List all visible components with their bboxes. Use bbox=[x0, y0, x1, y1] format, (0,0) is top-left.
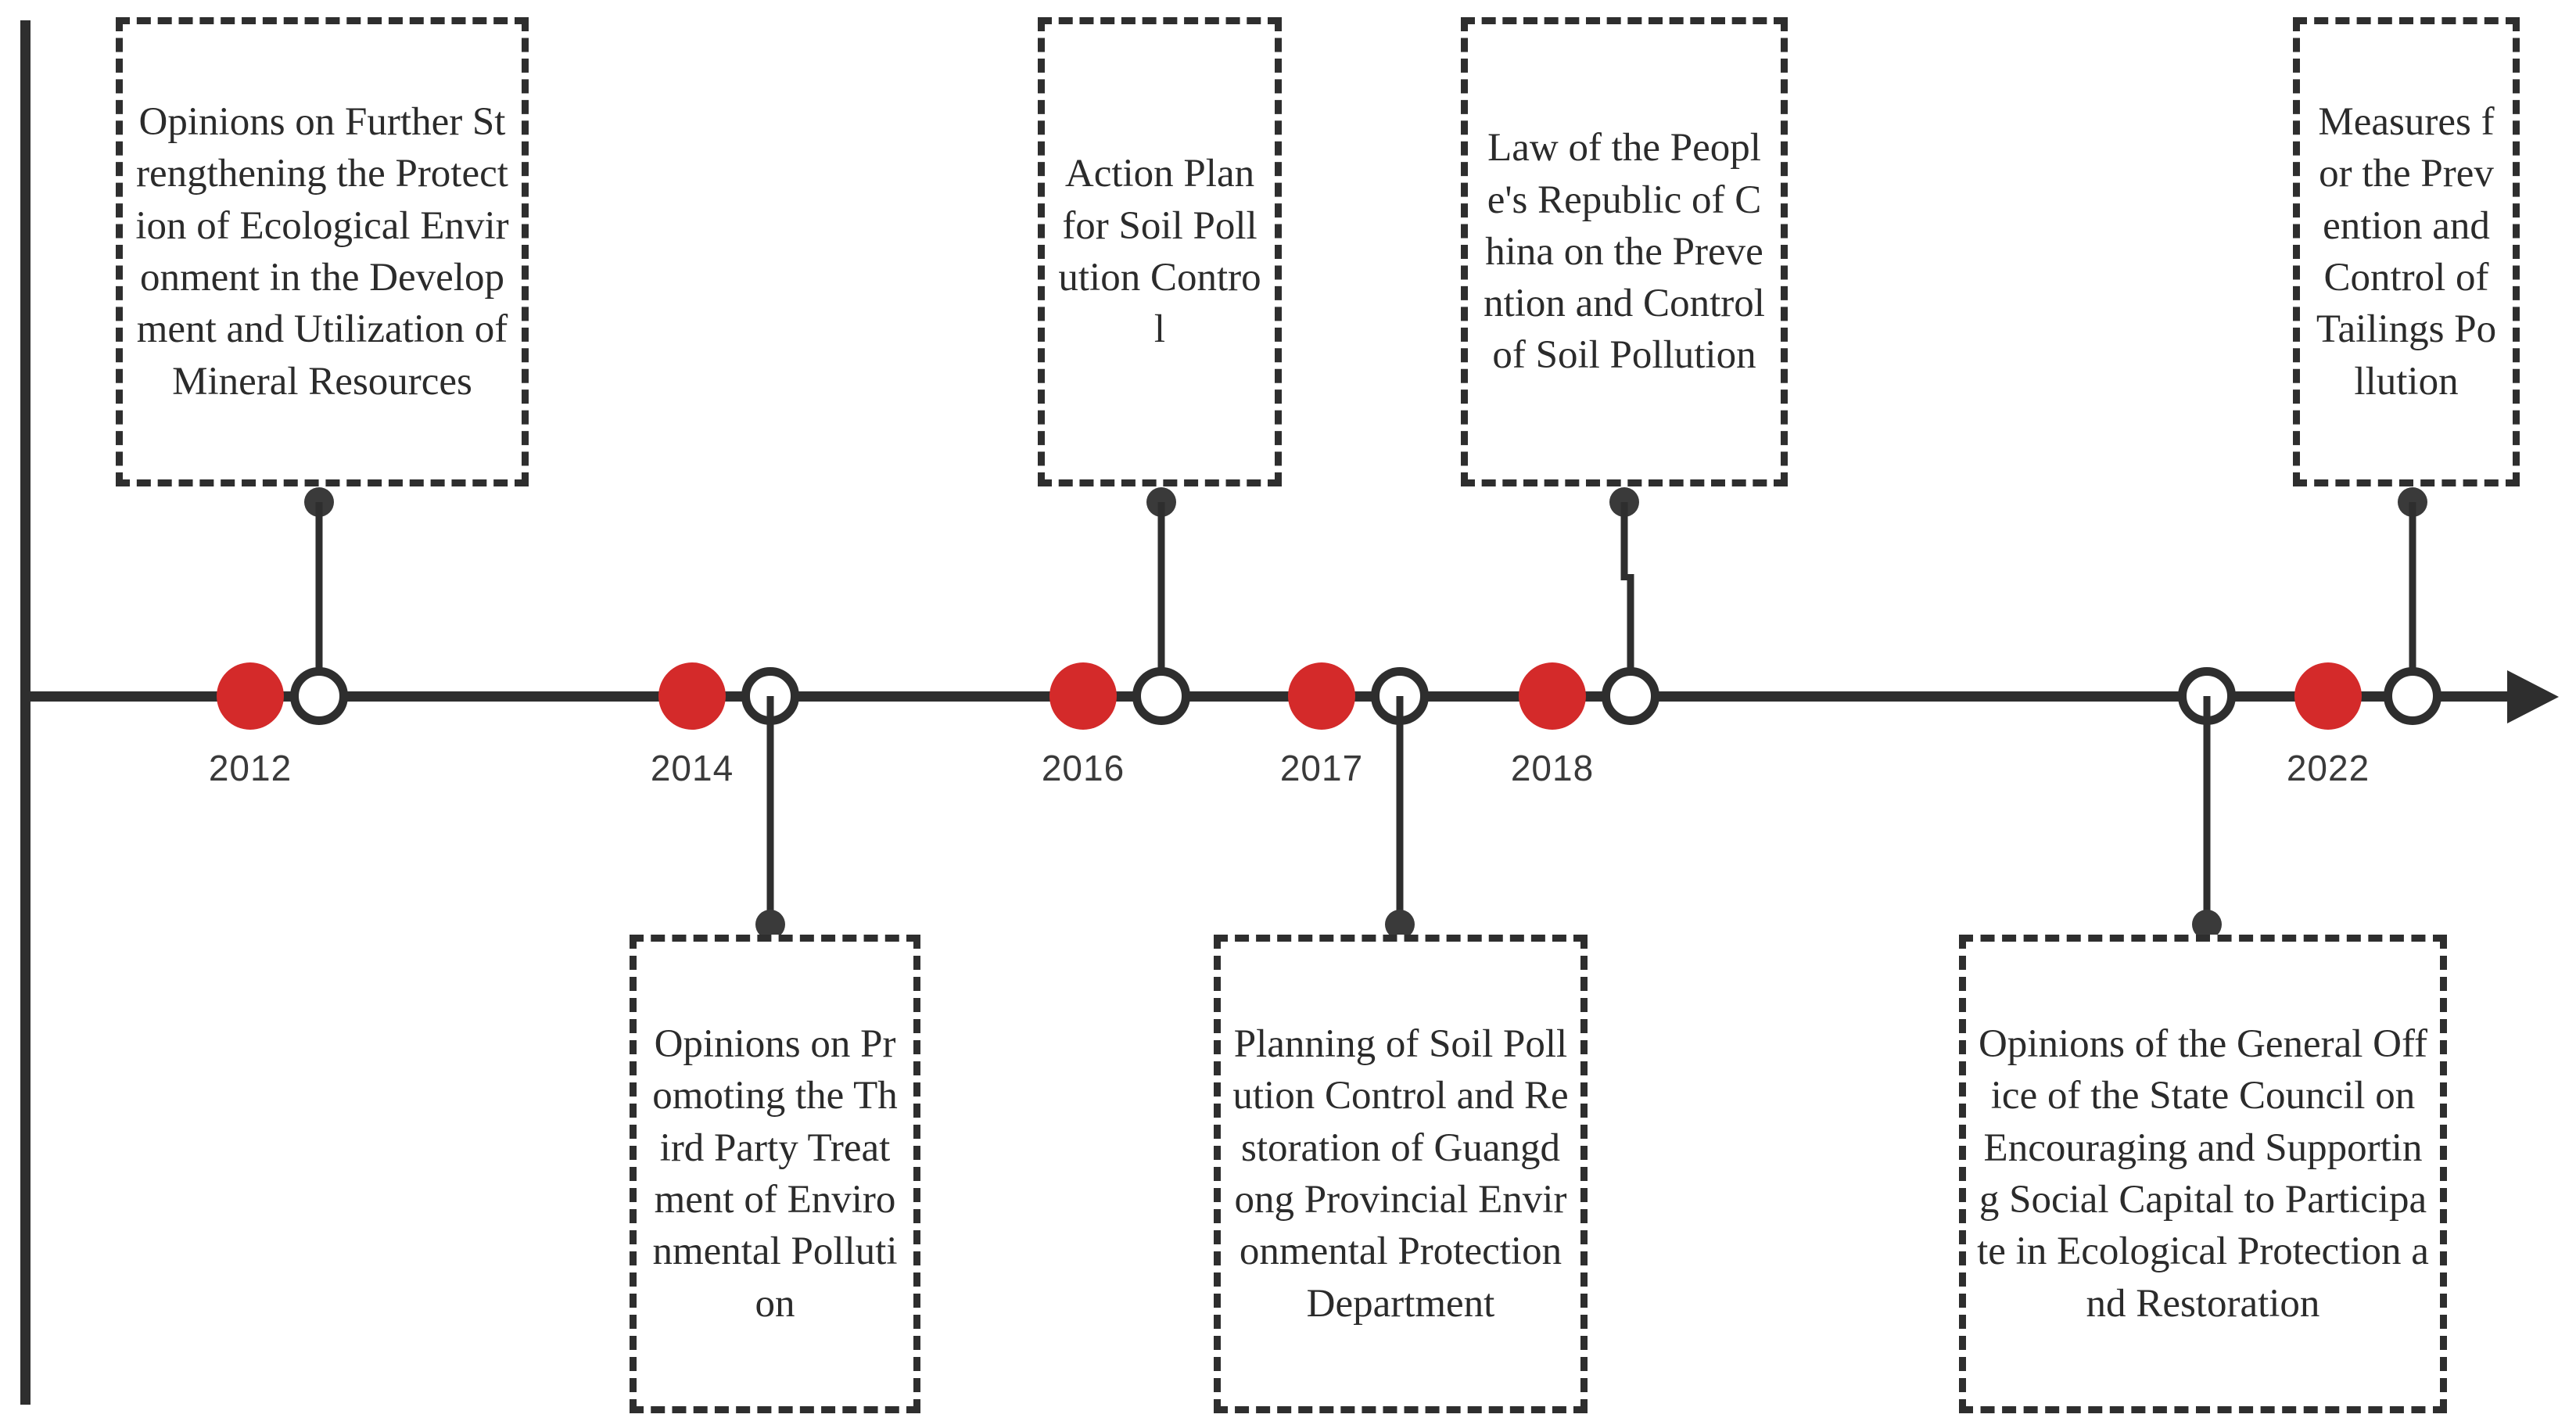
event-box-2017[interactable]: Planning of Soil Pollution Control and R… bbox=[1214, 935, 1588, 1413]
year-label-2018: 2018 bbox=[1510, 748, 1595, 788]
timeline-axis-line bbox=[25, 691, 2520, 702]
connector-line-2012 bbox=[315, 502, 323, 696]
year-label-2012: 2012 bbox=[208, 748, 292, 788]
year-label-2017: 2017 bbox=[1279, 748, 1364, 788]
connector-line-2018-lower bbox=[1627, 574, 1634, 696]
connector-line-2022 bbox=[2409, 502, 2416, 696]
timeline-arrow-icon bbox=[2507, 670, 2559, 723]
event-box-2014[interactable]: Opinions on Promoting the Third Party Tr… bbox=[630, 935, 920, 1413]
event-box-2021[interactable]: Opinions of the General Office of the St… bbox=[1959, 935, 2447, 1413]
connector-line-2021 bbox=[2203, 696, 2211, 923]
event-text-2012: Opinions on Further Strengthening the Pr… bbox=[135, 100, 509, 404]
marker-hollow-3[interactable] bbox=[1132, 667, 1190, 725]
marker-red-2012[interactable] bbox=[217, 662, 284, 730]
marker-red-2014[interactable] bbox=[658, 662, 726, 730]
marker-red-2017[interactable] bbox=[1288, 662, 1355, 730]
connector-line-2018-upper bbox=[1620, 502, 1628, 580]
event-text-2017: Planning of Soil Pollution Control and R… bbox=[1232, 1022, 1569, 1326]
marker-hollow-1[interactable] bbox=[290, 667, 348, 725]
connector-dot-2014 bbox=[755, 910, 785, 939]
connector-dot-2017 bbox=[1385, 910, 1415, 939]
event-box-2012[interactable]: Opinions on Further Strengthening the Pr… bbox=[116, 17, 529, 486]
marker-red-2016[interactable] bbox=[1049, 662, 1117, 730]
year-label-2022: 2022 bbox=[2286, 748, 2370, 788]
event-text-2014: Opinions on Promoting the Third Party Tr… bbox=[652, 1022, 898, 1326]
event-text-2016: Action Plan for Soil Pollution Control bbox=[1058, 152, 1261, 352]
year-label-2016: 2016 bbox=[1041, 748, 1125, 788]
connector-line-2014 bbox=[766, 696, 774, 923]
marker-red-2022[interactable] bbox=[2294, 662, 2362, 730]
event-box-2016[interactable]: Action Plan for Soil Pollution Control bbox=[1038, 17, 1282, 486]
marker-red-2018[interactable] bbox=[1519, 662, 1586, 730]
event-text-2018: Law of the People's Republic of China on… bbox=[1484, 126, 1765, 378]
marker-hollow-7[interactable] bbox=[2384, 667, 2441, 725]
event-box-2022[interactable]: Measures for the Prevention and Control … bbox=[2293, 17, 2520, 486]
connector-dot-2021 bbox=[2192, 910, 2222, 939]
event-text-2022: Measures for the Prevention and Control … bbox=[2316, 100, 2497, 404]
connector-line-2016 bbox=[1157, 502, 1165, 696]
marker-hollow-5[interactable] bbox=[1602, 667, 1659, 725]
event-box-2018[interactable]: Law of the People's Republic of China on… bbox=[1461, 17, 1788, 486]
event-text-2021: Opinions of the General Office of the St… bbox=[1977, 1022, 2429, 1326]
connector-line-2017 bbox=[1396, 696, 1404, 923]
year-label-2014: 2014 bbox=[650, 748, 734, 788]
vertical-axis-rule bbox=[20, 20, 30, 1405]
